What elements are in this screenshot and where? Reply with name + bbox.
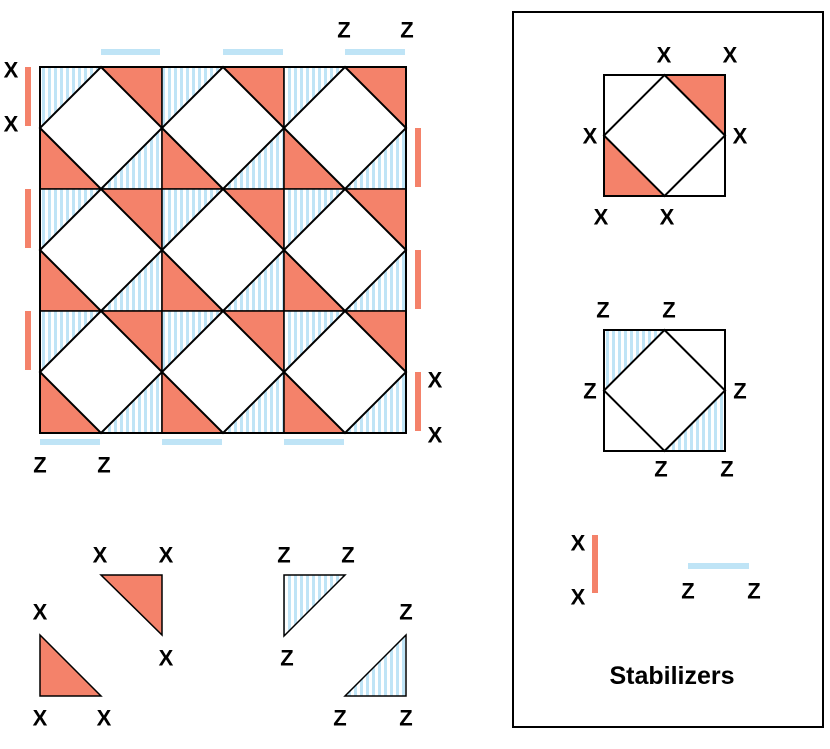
z-label: Z xyxy=(400,18,413,43)
x-label: X xyxy=(4,112,19,137)
z-label: Z xyxy=(337,18,350,43)
x-label: X xyxy=(660,205,675,230)
z-label: Z xyxy=(33,453,46,478)
z-label: Z xyxy=(681,579,694,604)
stabilizers-panel xyxy=(512,11,824,728)
stabilizers-panel-content: X X X X X X Z Z Z Z Z Z X X Z Z xyxy=(571,43,761,610)
triangle-legend: X X X X X X Z Z Z Z Z Z xyxy=(33,543,413,731)
x-triangle-bottom xyxy=(39,633,103,697)
z-triangle-top xyxy=(283,574,347,638)
z-label: Z xyxy=(341,543,354,568)
x-label: X xyxy=(93,543,108,568)
z-label: Z xyxy=(720,457,733,482)
z-label: Z xyxy=(399,600,412,625)
z-label: Z xyxy=(733,379,746,404)
z-stabilizer-diamond xyxy=(602,328,727,453)
x-label: X xyxy=(723,43,738,68)
lattice-boundary-operators xyxy=(25,49,421,445)
x-label: X xyxy=(657,43,672,68)
x-stabilizer-diamond xyxy=(602,73,727,198)
x-label: X xyxy=(97,706,112,731)
x-label: X xyxy=(33,706,48,731)
x-label: X xyxy=(33,600,48,625)
x-label: X xyxy=(594,205,609,230)
x-triangle-top xyxy=(99,574,163,637)
x-label: X xyxy=(159,646,174,671)
z-label: Z xyxy=(333,706,346,731)
z-label: Z xyxy=(596,298,609,323)
lattice-boundary-labels: Z Z X X X X Z Z xyxy=(4,18,443,478)
z-label: Z xyxy=(583,379,596,404)
x-label: X xyxy=(4,58,19,83)
z-label: Z xyxy=(662,298,675,323)
z-label: Z xyxy=(399,706,412,731)
x-label: X xyxy=(571,531,586,556)
z-triangle-bottom xyxy=(343,633,407,697)
z-label: Z xyxy=(277,543,290,568)
x-label: X xyxy=(159,543,174,568)
x-label: X xyxy=(428,423,443,448)
z-label: Z xyxy=(654,457,667,482)
x-label: X xyxy=(428,368,443,393)
x-label: X xyxy=(733,124,748,149)
z-label: Z xyxy=(97,453,110,478)
surface-code-lattice xyxy=(38,65,408,435)
stabilizers-title: Stabilizers xyxy=(609,662,734,690)
x-label: X xyxy=(583,124,598,149)
z-label: Z xyxy=(747,579,760,604)
x-label: X xyxy=(571,585,586,610)
lattice-border xyxy=(39,66,407,434)
z-label: Z xyxy=(280,646,293,671)
